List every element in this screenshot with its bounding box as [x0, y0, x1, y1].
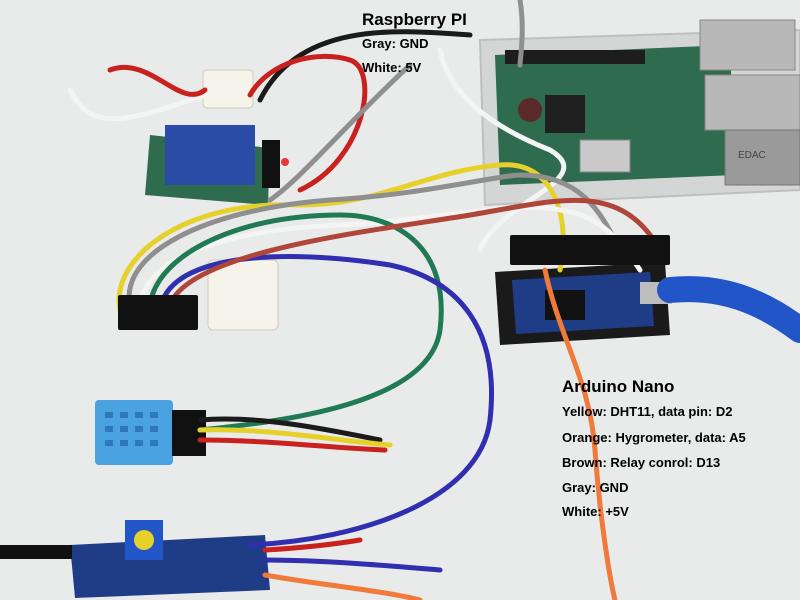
dht11-sensor: [95, 400, 206, 465]
relay-module: [145, 125, 289, 205]
arduino-nano-label-line-orange: Orange: Hygrometer, data: A5: [562, 430, 746, 445]
usb-cable: [657, 276, 800, 343]
svg-text:EDAC: EDAC: [738, 150, 766, 161]
raspberry-pi-label-line-white: White: 5V: [362, 60, 422, 75]
arduino-nano-label-line-brown: Brown: Relay conrol: D13: [562, 455, 721, 470]
raspberry-pi-label-line-gray: Gray: GND: [362, 36, 429, 51]
arduino-nano-label-title: Arduino Nano: [562, 377, 675, 396]
hygrometer-module: [0, 520, 270, 598]
raspberry-pi-label-title: Raspberry PI: [362, 10, 467, 29]
arduino-nano-label-line-gray: Gray: GND: [562, 480, 629, 495]
arduino-nano-label-line-yellow: Yellow: DHT11, data pin: D2: [562, 404, 733, 419]
arduino-nano-board: [495, 262, 672, 345]
wires: [67, 0, 663, 600]
jumper-connectors: [118, 235, 670, 330]
terminal-block: [202, 69, 279, 331]
arduino-nano-label-line-white: White: +5V: [562, 504, 629, 519]
